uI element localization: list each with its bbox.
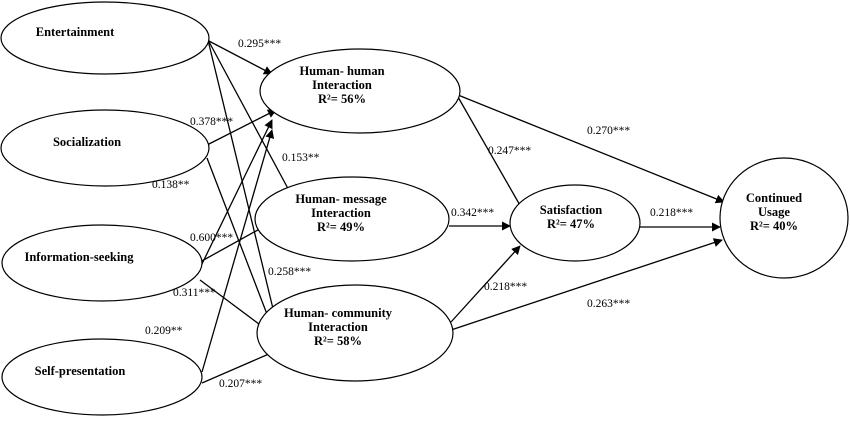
- arrow-human-community-to-satisfaction: [450, 245, 521, 323]
- node-label-human-community-line-1: Human- community: [284, 306, 393, 320]
- node-ellipse-human-community: [256, 284, 454, 382]
- edges-layer: [199, 35, 725, 384]
- node-label-human-community-line-2: Interaction: [308, 320, 368, 334]
- coef-human-human-satisfaction: 0.247***: [488, 145, 531, 157]
- coef-information-seeking-human-human: 0.600***: [190, 232, 233, 244]
- node-label-human-human-line-2: Interaction: [312, 78, 372, 92]
- node-label-human-human-line-1: Human- human: [299, 64, 384, 78]
- node-ellipse-socialization: [0, 109, 210, 187]
- coef-human-message-satisfaction: 0.342***: [451, 207, 494, 219]
- arrow-entertainment-to-human-community: [206, 35, 278, 318]
- arrow-human-human-to-satisfaction: [457, 96, 526, 215]
- coef-human-community-satisfaction: 0.218***: [484, 281, 527, 293]
- coef-information-seeking-human-message: 0.311***: [173, 287, 216, 299]
- node-label-human-community-line-3: R²= 58%: [314, 334, 362, 348]
- arrow-self-presentation-to-human-community: [201, 349, 279, 384]
- node-label-human-message-line-1: Human- message: [295, 192, 387, 206]
- coef-socialization-human-human: 0.378***: [190, 116, 233, 128]
- arrow-entertainment-to-human-message: [206, 37, 293, 197]
- node-label-satisfaction-line-1: Satisfaction: [540, 203, 603, 217]
- node-label-satisfaction-line-2: R²= 47%: [547, 217, 595, 231]
- node-label-human-message-line-2: Interaction: [311, 206, 371, 220]
- node-ellipse-human-human: [259, 48, 461, 134]
- node-label-entertainment-line-1: Entertainment: [36, 25, 115, 39]
- node-ellipse-entertainment: [0, 1, 210, 75]
- node-ellipse-self-presentation: [1, 338, 203, 416]
- node-label-human-message-line-3: R²= 49%: [317, 220, 365, 234]
- coef-human-community-continued-usage: 0.263***: [587, 298, 630, 310]
- node-label-continued-usage-line-1: Continued: [746, 191, 802, 205]
- node-label-self-presentation-line-1: Self-presentation: [35, 364, 126, 378]
- arrow-human-human-to-continued-usage: [457, 94, 725, 204]
- coef-entertainment-human-human: 0.295***: [238, 38, 281, 50]
- node-information-seeking: Information-seeking: [1, 224, 203, 302]
- node-label-socialization-line-1: Socialization: [53, 135, 121, 149]
- arrow-information-seeking-to-human-message: [199, 225, 266, 263]
- coef-self-presentation-human-community: 0.207***: [219, 378, 262, 390]
- node-self-presentation: Self-presentation: [1, 338, 203, 416]
- node-label-human-human-line-3: R²= 56%: [318, 92, 366, 106]
- arrow-entertainment-to-human-human: [206, 39, 273, 75]
- arrow-human-community-to-continued-usage: [450, 238, 723, 331]
- coef-human-human-continued-usage: 0.270***: [587, 125, 630, 137]
- node-label-continued-usage-line-2: Usage: [758, 205, 790, 219]
- arrow-information-seeking-to-human-human: [199, 119, 273, 269]
- arrow-self-presentation-to-human-human: [201, 129, 275, 373]
- coef-entertainment-human-community: 0.258***: [268, 266, 311, 278]
- coef-satisfaction-continued-usage: 0.218***: [650, 207, 693, 219]
- coefficients-layer: 0.295*** 0.378*** 0.153** 0.138** 0.600*…: [145, 38, 693, 390]
- node-ellipse-satisfaction: [509, 184, 641, 262]
- arrow-information-seeking-to-human-community: [199, 279, 268, 331]
- arrow-socialization-to-human-human: [206, 109, 277, 146]
- coef-self-presentation-human-human: 0.209**: [145, 325, 183, 337]
- node-ellipse-information-seeking: [1, 224, 203, 302]
- node-socialization: Socialization: [0, 109, 210, 187]
- node-ellipse-human-message: [254, 176, 450, 262]
- node-label-continued-usage-line-3: R²= 40%: [750, 219, 798, 233]
- node-entertainment: Entertainment: [0, 1, 210, 75]
- node-ellipse-continued-usage: [719, 157, 849, 279]
- coef-socialization-human-community: 0.138**: [152, 179, 190, 191]
- node-label-information-seeking-line-1: Information-seeking: [24, 250, 134, 264]
- coef-entertainment-human-message: 0.153**: [282, 152, 320, 164]
